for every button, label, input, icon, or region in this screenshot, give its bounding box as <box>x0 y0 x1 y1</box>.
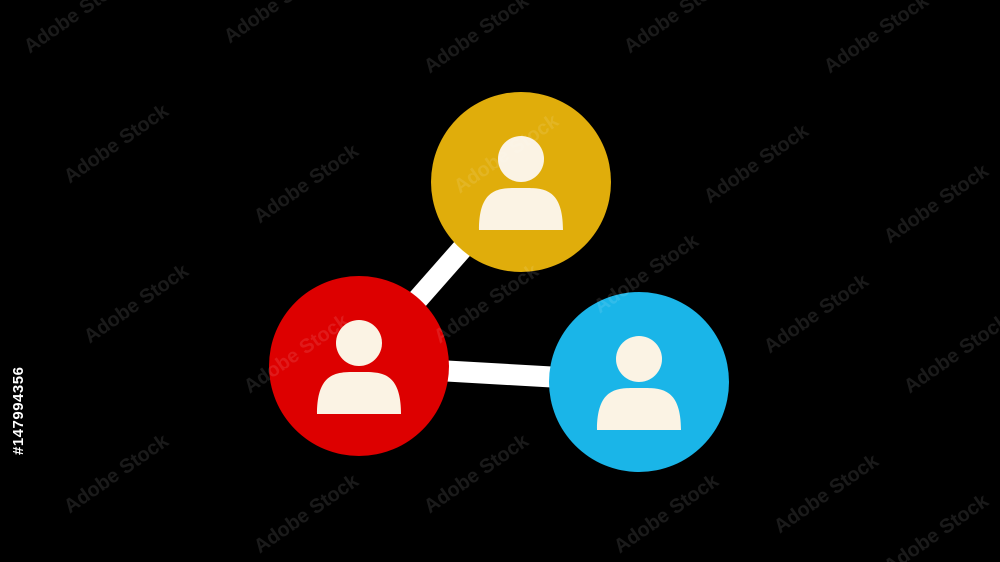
user-icon <box>597 336 681 430</box>
user-icon <box>479 136 563 230</box>
node-blue-user <box>549 292 729 472</box>
nodes-layer <box>269 92 729 472</box>
node-red-user <box>269 276 449 456</box>
stock-id-number: #147994356 <box>10 366 27 456</box>
node-gold-user <box>431 92 611 272</box>
user-icon <box>317 320 401 414</box>
